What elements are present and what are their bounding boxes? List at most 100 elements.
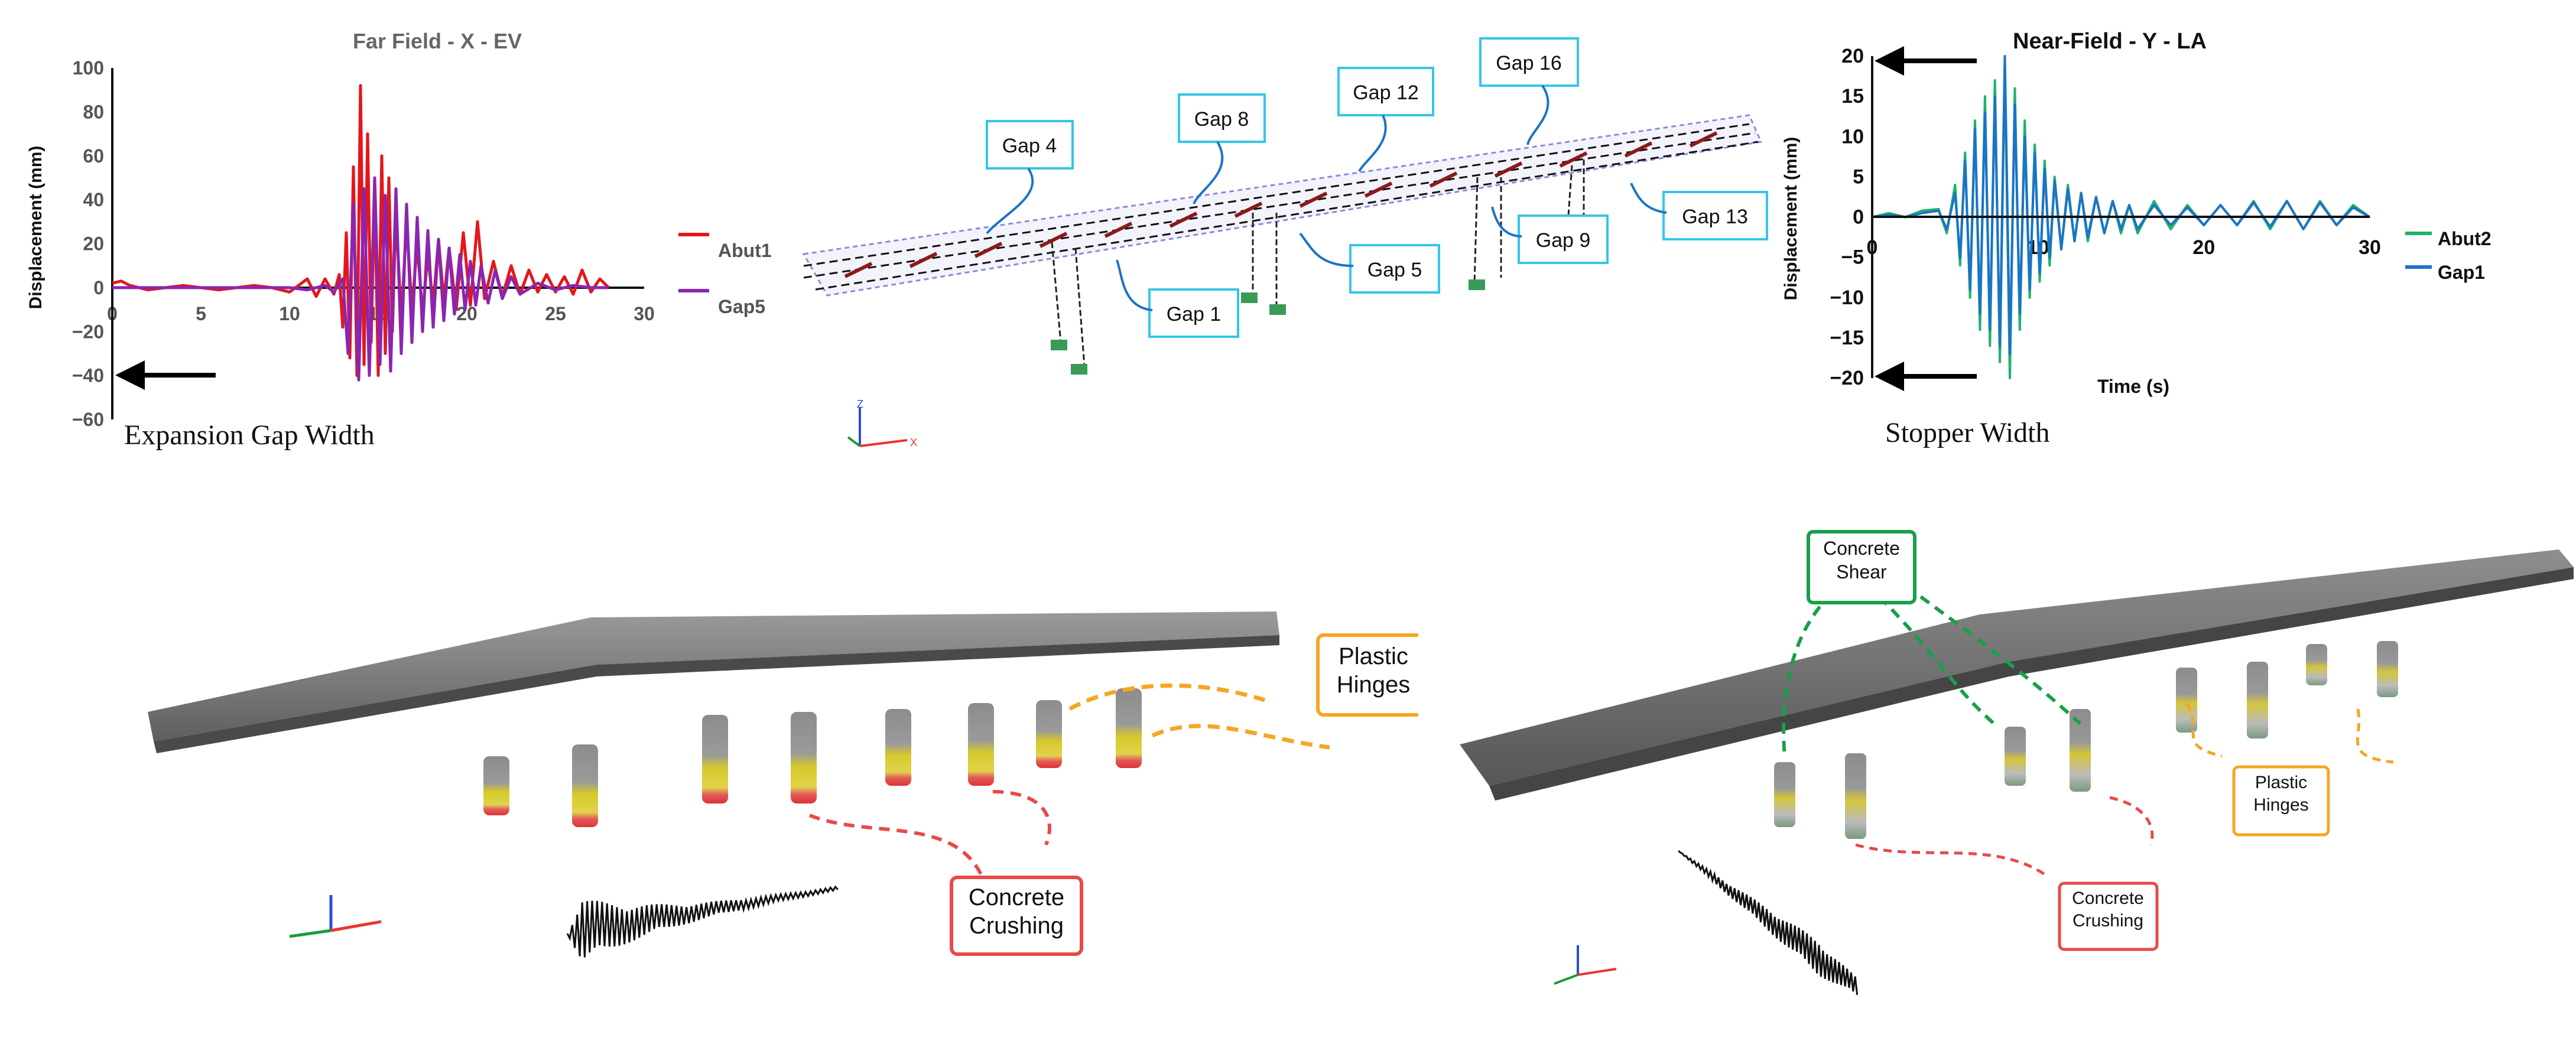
arrow-bottom-icon (1875, 362, 1977, 391)
y-tick-label: 100 (73, 57, 104, 79)
plastic-hinges-box: Plastic Hinges (1316, 633, 1418, 717)
concrete-crushing-label-right: Concrete Crushing (2072, 889, 2144, 931)
deck (1460, 549, 2574, 801)
deck-rib (1234, 201, 1263, 218)
deck-rib (1169, 212, 1198, 228)
plastic-hinges-arrows (1068, 683, 1330, 750)
left-arrow-icon (115, 360, 216, 390)
concrete-shear-box (1807, 530, 1916, 604)
svg-text:Z: Z (857, 398, 863, 410)
legend-text-right: Abut2 Gap1 (2438, 222, 2491, 289)
x-tick-label: 10 (279, 303, 300, 324)
legend-entry-abut2: Abut2 (2438, 228, 2491, 249)
expansion-gap-width-label: Expansion Gap Width (124, 419, 375, 451)
y-tick-label: 80 (83, 101, 104, 122)
deck-rib (1689, 131, 1718, 148)
svg-text:Gap 13: Gap 13 (1682, 206, 1748, 228)
svg-text:Gap 12: Gap 12 (1353, 82, 1419, 104)
concrete-crushing-box (950, 876, 1083, 956)
svg-text:Gap 8: Gap 8 (1194, 108, 1249, 131)
pier-column (572, 744, 598, 827)
deck-rib (1104, 222, 1133, 238)
svg-text:Gap 1: Gap 1 (1167, 303, 1222, 326)
legend-entry-abut1: Abut1 (718, 240, 772, 261)
pier-column (1116, 688, 1142, 768)
gap-callout-16: Gap 16 (1479, 37, 1579, 87)
legend (2405, 232, 2432, 269)
bridge-render-near-field (1460, 530, 2574, 996)
y-tick-label: 0 (93, 277, 104, 298)
x-tick-label: 20 (2192, 236, 2215, 259)
gap-callout-12: Gap 12 (1337, 67, 1434, 116)
ground-motion-trace (1678, 850, 1859, 996)
x-tick-label: 25 (545, 303, 566, 324)
piers (1774, 641, 2398, 839)
deck-rib (1494, 161, 1523, 178)
deck-rib (1429, 171, 1458, 188)
ground-motion-trace (566, 885, 839, 958)
y-tick-label: −15 (1830, 327, 1864, 349)
y-tick-label: −40 (72, 365, 104, 386)
x-tick-label: 30 (2359, 236, 2381, 259)
y-axis-label: Displacement (mm) (26, 146, 46, 310)
deck-rib (1559, 151, 1588, 168)
y-tick-label: 10 (1841, 125, 1864, 148)
legend-entry-gap1: Gap1 (2438, 262, 2486, 283)
concrete-shear-arrows (1782, 592, 2082, 757)
pier-column (1774, 762, 1795, 827)
pier-column (885, 709, 911, 786)
y-tick-label: −20 (1830, 367, 1864, 389)
chart-title: Near-Field - Y - LA (2013, 29, 2207, 54)
y-tick-label: −5 (1841, 246, 1864, 269)
gap-callout-1: Gap 1 (1148, 288, 1239, 338)
near-field-chart: Near-Field - Y - LA Displacement (mm) 20… (1781, 29, 2432, 448)
pier-column (2070, 709, 2091, 792)
y-tick-label: 20 (1841, 45, 1864, 67)
bridge-render-far-field: Plastic Hinges (148, 611, 1418, 958)
legend-text: Abut1 Gap5 (718, 223, 772, 335)
callout-arrows (986, 84, 1667, 311)
gap-callout-4: Gap 4 (986, 120, 1074, 170)
pier-column (2306, 644, 2327, 685)
bridge-model: Gap 4 Gap 8 Gap 12 Gap 16 Gap 1 Gap 5 Ga… (802, 37, 1768, 448)
concrete-crushing-box (2058, 881, 2159, 951)
plastic-hinges-box (2232, 765, 2330, 837)
far-field-chart: Far Field - X - EV Displacement (mm) 100… (26, 29, 709, 451)
pier-column (791, 712, 817, 803)
series-line-gap5 (112, 176, 609, 382)
svg-text:Gap 5: Gap 5 (1367, 259, 1422, 281)
concrete-shear-label: Concrete Shear (1823, 538, 1900, 583)
y-tick-label: −20 (72, 321, 104, 342)
svg-text:Gap 16: Gap 16 (1496, 52, 1562, 74)
deck-rib (1299, 191, 1328, 208)
y-tick-label: 15 (1841, 85, 1864, 108)
arrow-top-icon (1875, 46, 1977, 76)
plastic-hinges-label-right: Plastic Hinges (2253, 773, 2309, 815)
y-axis-label: Displacement (mm) (1781, 137, 1801, 301)
y-tick-label: 0 (1853, 206, 1864, 229)
y-tick-label: 40 (83, 189, 104, 210)
series-line-abut2 (1872, 63, 2371, 379)
x-axis-label: Time (s) (2097, 376, 2169, 397)
deck-rib (1624, 141, 1653, 158)
deck (148, 611, 1279, 753)
gap-callout-5: Gap 5 (1349, 244, 1440, 294)
x-tick-label: 5 (196, 303, 206, 324)
y-tick-label: 5 (1853, 165, 1864, 188)
deck-rib (1364, 181, 1393, 198)
series-line-gap1 (1872, 55, 2371, 356)
concrete-crushing-label-left: Concrete Crushing (968, 884, 1065, 939)
deck-rib (844, 262, 873, 278)
pier-column (968, 703, 994, 786)
deck-rib (909, 252, 938, 268)
axis-triad-icon (289, 895, 382, 938)
plastic-hinges-arrows (2185, 702, 2394, 764)
svg-text:X: X (910, 437, 917, 448)
svg-text:Gap 4: Gap 4 (1002, 135, 1057, 157)
pier-column (2247, 662, 2268, 739)
pier-column (483, 756, 509, 815)
deck-rib (1039, 232, 1068, 248)
axis-triad-icon: Z X (847, 398, 917, 448)
y-tick-label: 60 (83, 145, 104, 167)
gap-callout-8: Gap 8 (1178, 93, 1266, 143)
